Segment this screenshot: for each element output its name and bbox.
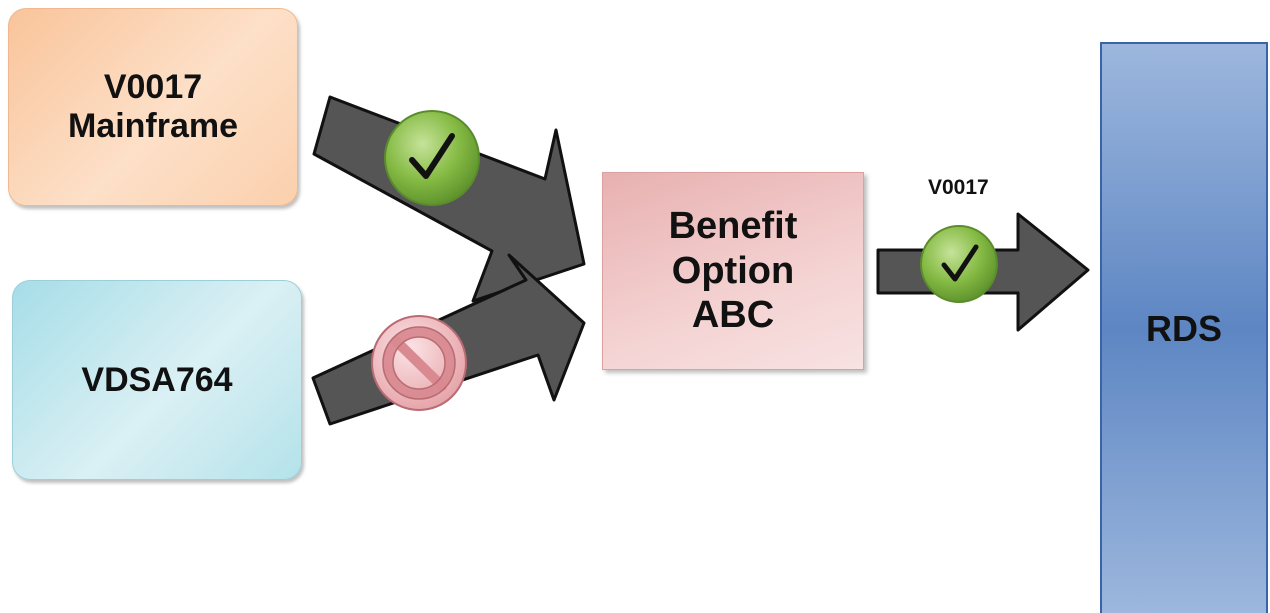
mainframe-line1: V0017 bbox=[103, 67, 203, 106]
mainframe-line2: Mainframe bbox=[67, 107, 239, 145]
output-edge-label: V0017 bbox=[928, 176, 989, 199]
check-badge-icon bbox=[920, 225, 998, 303]
rds-label: RDS bbox=[1145, 307, 1222, 349]
benefit-line1: Benefit bbox=[668, 204, 798, 247]
vdsa-node: VDSA764 bbox=[12, 280, 302, 480]
vdsa-label: VDSA764 bbox=[81, 360, 233, 399]
benefit-line3: ABC bbox=[691, 294, 775, 337]
prohibited-icon bbox=[371, 315, 467, 411]
rds-node: RDS bbox=[1100, 42, 1268, 613]
benefit-option-node: Benefit Option ABC bbox=[602, 172, 864, 370]
mainframe-node: V0017 Mainframe bbox=[8, 8, 298, 206]
check-badge-icon bbox=[384, 110, 480, 206]
benefit-line2: Option bbox=[671, 249, 795, 292]
